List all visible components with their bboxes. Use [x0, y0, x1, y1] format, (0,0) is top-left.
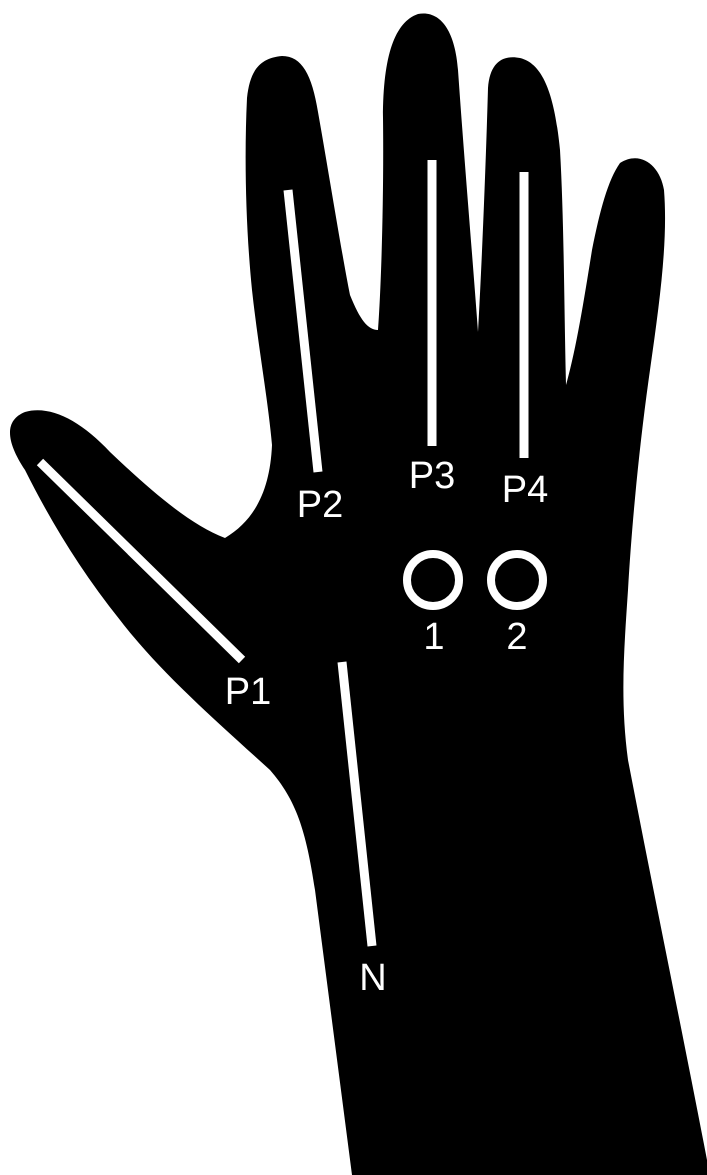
hand-silhouette [10, 13, 707, 1175]
label-p3: P3 [409, 455, 455, 497]
label-p2: P2 [297, 484, 343, 526]
label-spot-1: 1 [423, 616, 444, 658]
label-p4: P4 [502, 469, 548, 511]
label-spot-2: 2 [506, 616, 527, 658]
label-n: N [359, 957, 386, 999]
label-p1: P1 [225, 671, 271, 713]
